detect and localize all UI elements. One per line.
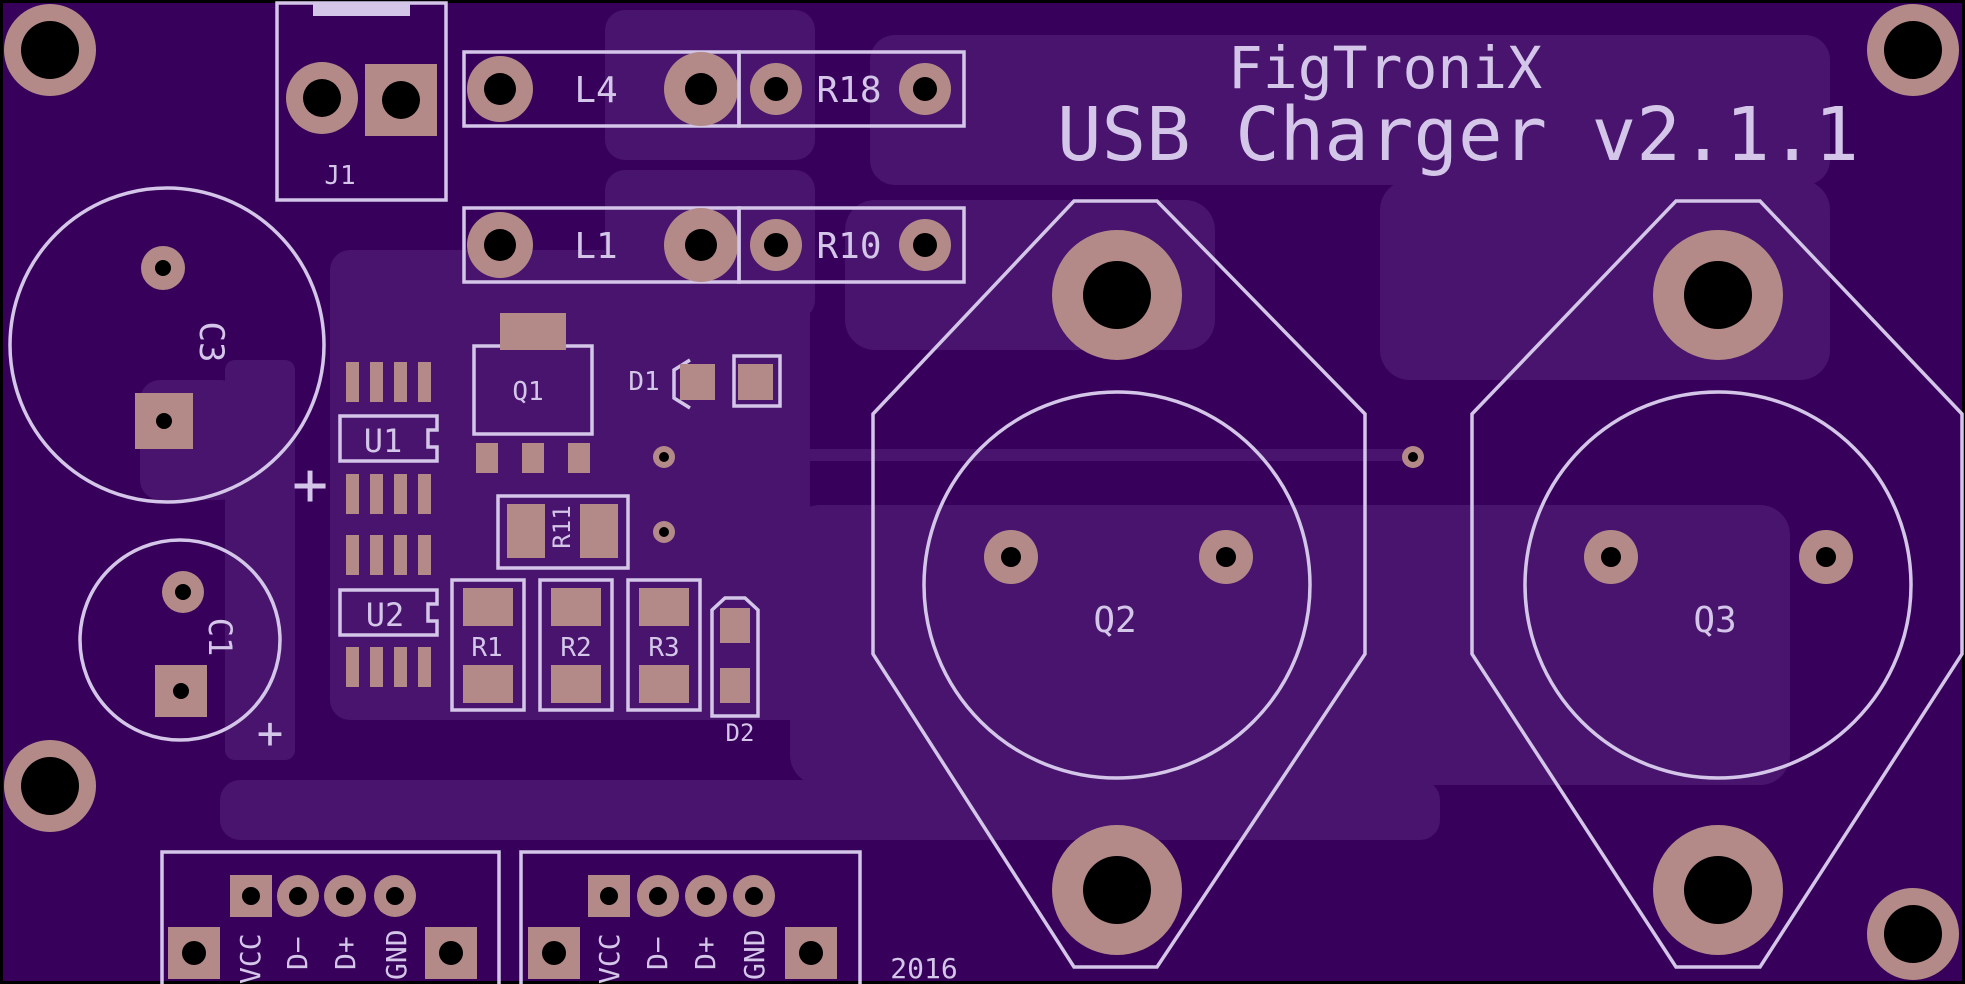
mounting-hole	[1867, 4, 1959, 96]
label-d2: D2	[726, 719, 755, 747]
usb-port-1: VCC D− D+ GND	[160, 850, 501, 984]
usb1-pin-dplus: D+	[329, 936, 362, 970]
capacitor-c1: C1 +	[78, 538, 284, 759]
usb2-pin-dplus: D+	[689, 936, 722, 970]
usb1-pin-gnd: GND	[380, 929, 413, 980]
polarity-plus-c3: +	[292, 450, 328, 520]
transistor-q2: Q2	[871, 199, 1367, 969]
label-u2: U2	[366, 596, 405, 634]
resistor-r2: R2	[538, 578, 614, 712]
capacitor-c3: C3 +	[8, 186, 328, 520]
diode-d1: D1	[628, 354, 782, 410]
label-r2: R2	[560, 633, 591, 663]
diode-d2: D2	[710, 596, 760, 747]
resistor-r11: R11	[496, 494, 630, 570]
label-j1: J1	[324, 161, 355, 191]
label-q3: Q3	[1693, 600, 1736, 641]
resistor-r10: R10	[737, 206, 966, 284]
mounting-hole	[4, 4, 96, 96]
mounting-hole	[1867, 888, 1959, 980]
label-r10: R10	[816, 226, 881, 267]
usb1-pin-vcc: VCC	[234, 933, 267, 984]
mounting-holes	[4, 4, 1959, 980]
ic-u1: U1	[338, 362, 439, 514]
inductor-l1: L1	[462, 206, 741, 284]
label-r11: R11	[548, 505, 576, 548]
board-year: 2016	[890, 952, 957, 984]
resistor-r3: R3	[626, 578, 702, 712]
transistor-q1: Q1	[472, 313, 594, 473]
connector-j1: J1	[275, 1, 448, 202]
label-d1: D1	[628, 367, 659, 397]
board-title-product: USB Charger v2.1.1	[1057, 92, 1859, 178]
label-r1: R1	[471, 633, 502, 663]
label-r3: R3	[648, 633, 679, 663]
label-c3: C3	[191, 322, 231, 363]
label-u1: U1	[364, 422, 403, 460]
label-l1: L1	[574, 226, 617, 267]
mounting-hole	[4, 740, 96, 832]
polarity-plus-c1: +	[257, 708, 284, 759]
vias	[653, 446, 1424, 543]
label-r18: R18	[816, 70, 881, 111]
usb2-pin-vcc: VCC	[593, 933, 626, 984]
inductor-l4: L4	[462, 50, 741, 128]
label-q1: Q1	[512, 377, 543, 407]
ic-u2: U2	[338, 535, 439, 687]
usb2-pin-dminus: D−	[641, 936, 674, 970]
resistor-r1: R1	[450, 578, 526, 712]
board-title-brand: FigTroniX	[1228, 34, 1542, 102]
usb-port-2: VCC D− D+ GND	[519, 850, 862, 984]
transistor-q3: Q3	[1470, 199, 1964, 969]
label-q2: Q2	[1093, 600, 1136, 641]
resistor-r18: R18	[737, 50, 966, 128]
usb2-pin-gnd: GND	[738, 929, 771, 980]
usb1-pin-dminus: D−	[281, 936, 314, 970]
label-l4: L4	[574, 70, 617, 111]
label-c1: C1	[201, 618, 239, 657]
